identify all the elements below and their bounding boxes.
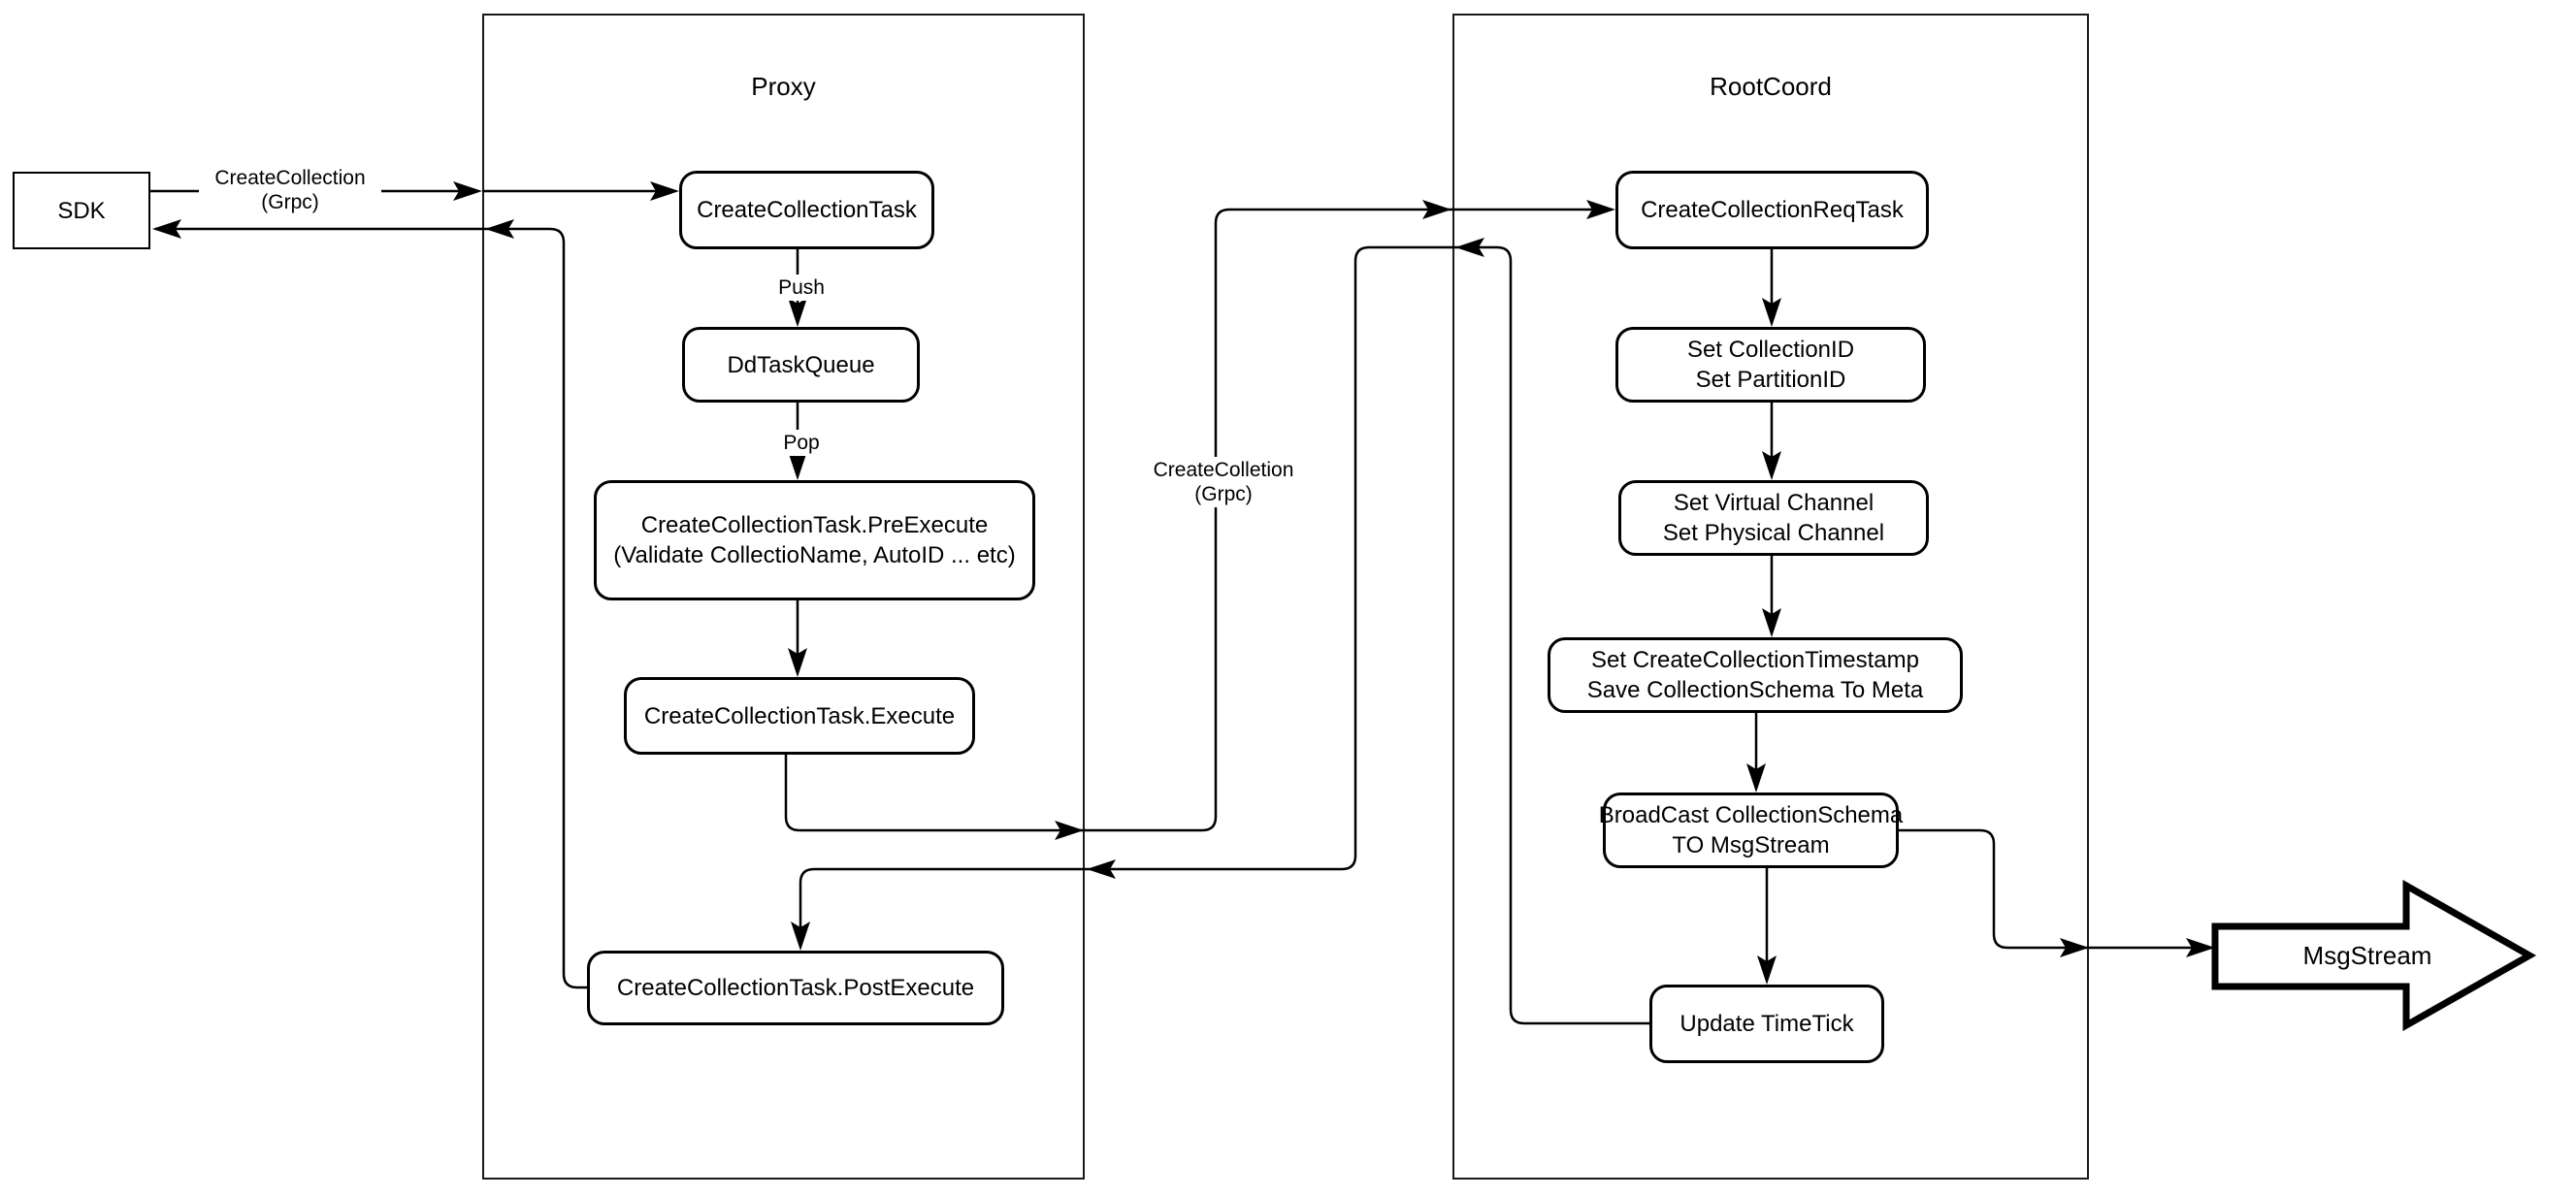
node-create-collection-task-label: CreateCollectionTask (697, 197, 917, 223)
node-post-execute-label: CreateCollectionTask.PostExecute (616, 975, 975, 1001)
edge-label-proxy-to-rootcoord-line1: CreateColletion (1153, 459, 1294, 481)
node-dd-task-queue-label: DdTaskQueue (727, 351, 875, 378)
node-post-execute: CreateCollectionTask.PostExecute (587, 951, 1004, 1025)
edge-label-sdk-to-proxy-line2: (Grpc) (261, 191, 319, 213)
node-sdk-label: SDK (57, 197, 106, 224)
edge-label-proxy-to-rootcoord-line2: (Grpc) (1194, 483, 1253, 505)
proxy-container: Proxy (482, 14, 1085, 1180)
edge-label-proxy-to-rootcoord: CreateColletion (Grpc) (1132, 457, 1315, 507)
rootcoord-container: RootCoord (1452, 14, 2089, 1180)
rootcoord-container-title: RootCoord (1710, 72, 1832, 101)
node-broadcast: BroadCast CollectionSchema TO MsgStream (1599, 793, 1903, 868)
node-pre-execute-line1: CreateCollectionTask.PreExecute (640, 512, 989, 538)
node-set-channels-line1: Set Virtual Channel (1673, 490, 1875, 516)
edge-broadcast-to-msgstream (1899, 828, 2210, 950)
edge-label-push: Push (759, 275, 844, 301)
node-pre-execute: CreateCollectionTask.PreExecute (Validat… (594, 480, 1035, 600)
node-broadcast-line2: TO MsgStream (1672, 832, 1830, 858)
node-set-channels: Set Virtual Channel Set Physical Channel (1618, 480, 1929, 556)
msgstream-label: MsgStream (2241, 941, 2494, 971)
node-set-timestamp-line2: Save CollectionSchema To Meta (1586, 677, 1924, 703)
edge-execute-to-reqtask (784, 208, 1611, 832)
node-set-ids-line1: Set CollectionID (1686, 337, 1855, 363)
node-update-timetick-label: Update TimeTick (1679, 1011, 1854, 1037)
node-create-collection-task: CreateCollectionTask (679, 171, 934, 249)
node-set-timestamp: Set CreateCollectionTimestamp Save Colle… (1548, 637, 1963, 713)
node-create-collection-req-task: CreateCollectionReqTask (1615, 171, 1929, 249)
edge-postexecute-to-sdk (155, 227, 587, 989)
node-sdk: SDK (13, 172, 150, 249)
msgstream-arrow-shape (2211, 879, 2537, 1032)
node-pre-execute-line2: (Validate CollectioName, AutoID ... etc) (613, 542, 1016, 568)
node-update-timetick: Update TimeTick (1649, 985, 1884, 1063)
edge-label-sdk-to-proxy: CreateCollection (Grpc) (199, 165, 381, 215)
node-create-collection-req-task-label: CreateCollectionReqTask (1641, 197, 1904, 223)
node-execute-label: CreateCollectionTask.Execute (643, 702, 956, 729)
edge-label-sdk-to-proxy-line1: CreateCollection (214, 167, 366, 189)
node-set-ids: Set CollectionID Set PartitionID (1615, 327, 1926, 403)
node-dd-task-queue: DdTaskQueue (682, 327, 920, 403)
node-execute: CreateCollectionTask.Execute (624, 677, 975, 755)
node-set-timestamp-line1: Set CreateCollectionTimestamp (1591, 647, 1919, 673)
msgstream-label-text: MsgStream (2302, 941, 2432, 970)
edge-timetick-to-postexecute (799, 245, 1649, 1025)
edge-label-pop-text: Pop (783, 432, 820, 454)
edge-label-push-text: Push (778, 276, 825, 299)
proxy-container-title: Proxy (751, 72, 816, 101)
edge-label-pop: Pop (759, 430, 844, 456)
node-broadcast-line1: BroadCast CollectionSchema (1598, 802, 1904, 828)
node-set-ids-line2: Set PartitionID (1695, 367, 1846, 393)
node-set-channels-line2: Set Physical Channel (1662, 520, 1885, 546)
